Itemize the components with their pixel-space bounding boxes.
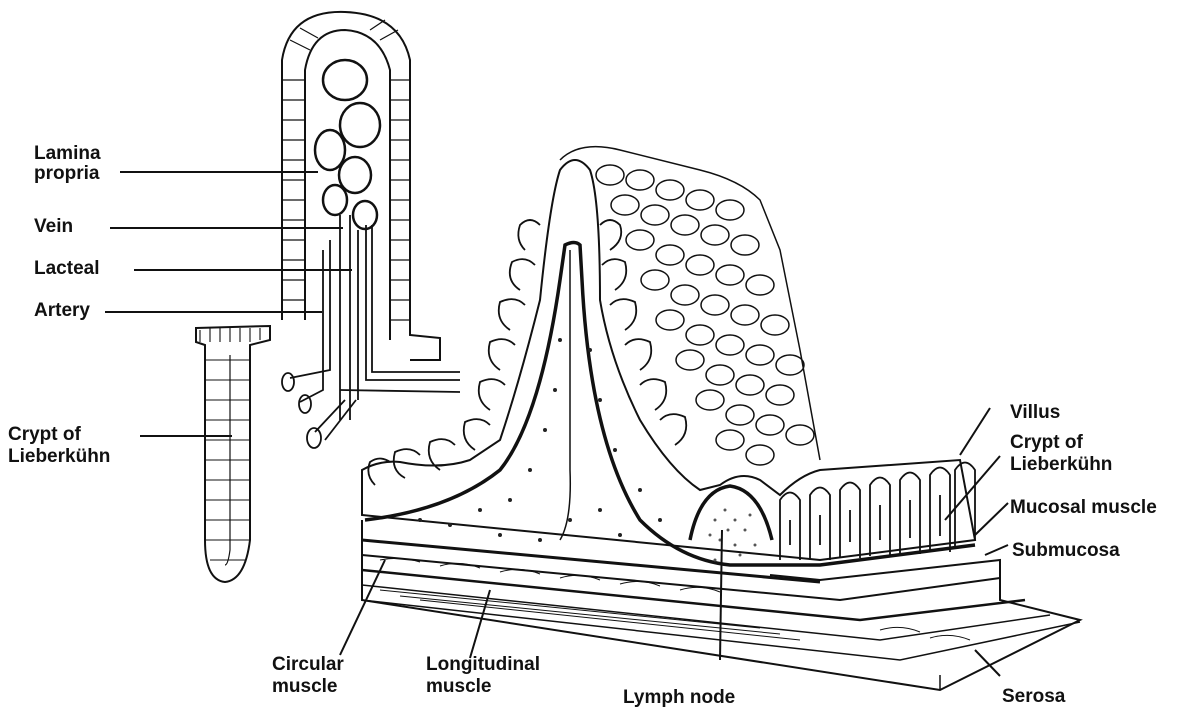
crypt-outline [196,326,270,582]
muscle-texture [380,558,970,640]
capillary-network [315,60,380,229]
lamina-stipple [418,338,662,542]
leader-serosa [975,650,1000,676]
label-artery: Artery [34,300,90,321]
leader-submucosa [985,545,1008,555]
label-crypt-left-line2: Lieberkühn [8,446,110,467]
right-villi-row [780,463,975,561]
central-villus-core [365,243,975,566]
label-circular-muscle-line1: Circular [272,654,344,675]
villus-vessels [290,215,460,440]
leader-lines [105,172,1008,676]
label-longitudinal-muscle-line2: muscle [426,676,491,697]
label-villus: Villus [1010,402,1060,423]
label-crypt-right-line1: Crypt of [1010,432,1083,453]
label-lamina-propria-line1: Lamina [34,143,101,164]
label-vein: Vein [34,216,73,237]
villus-inner-outline [305,30,390,340]
leader-villus [960,408,990,455]
label-longitudinal-muscle-line1: Longitudinal [426,654,540,675]
label-submucosa: Submucosa [1012,540,1120,561]
label-lamina-propria-line2: propria [34,163,99,184]
leader-mucosal-muscle [975,503,1008,535]
lymph-node-outline [690,486,772,540]
central-villus-outline [362,160,975,560]
label-lymph-node: Lymph node [623,687,735,708]
label-circular-muscle-line2: muscle [272,676,337,697]
villus-detail [196,12,460,582]
label-lacteal: Lacteal [34,258,99,279]
label-crypt-right-line2: Lieberkühn [1010,454,1112,475]
label-crypt-left-line1: Crypt of [8,424,81,445]
label-mucosal-muscle: Mucosal muscle [1010,497,1157,518]
label-serosa: Serosa [1002,686,1065,707]
villus-epithelium-left [282,28,318,300]
